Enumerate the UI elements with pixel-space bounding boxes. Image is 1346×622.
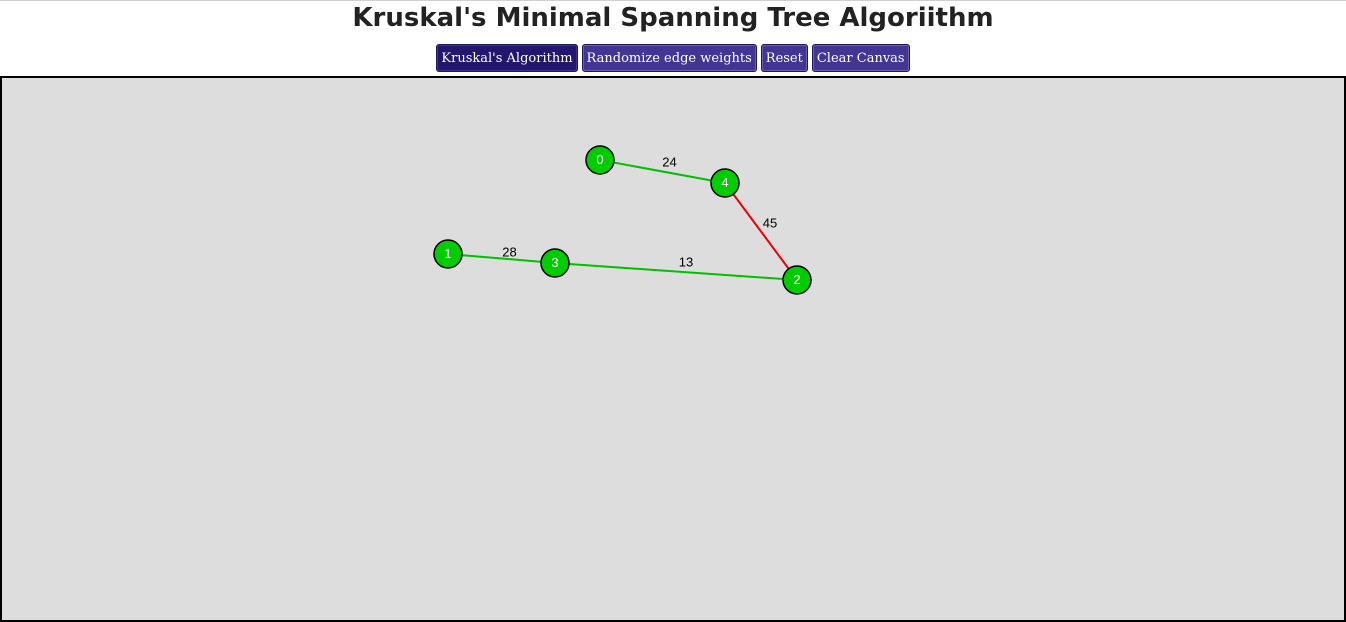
node-4[interactable]: 4 [710, 168, 740, 198]
node-circle[interactable] [585, 145, 615, 175]
top-border [0, 0, 1346, 1]
node-3[interactable]: 3 [540, 248, 570, 278]
node-circle[interactable] [540, 248, 570, 278]
edge-weight-label: 45 [763, 216, 777, 231]
node-2[interactable]: 2 [782, 265, 812, 295]
node-circle[interactable] [710, 168, 740, 198]
node-circle[interactable] [782, 265, 812, 295]
node-circle[interactable] [433, 239, 463, 269]
edge-weight-label: 28 [502, 245, 516, 260]
edge-weight-label: 13 [679, 255, 693, 270]
edge-0-4[interactable] [599, 159, 726, 184]
node-label: 3 [551, 255, 558, 270]
node-label: 0 [596, 152, 603, 167]
kruskal-algorithm-button[interactable]: Kruskal's Algorithm [436, 44, 578, 72]
edge-3-2[interactable] [554, 262, 798, 281]
edge-weight-label: 24 [662, 155, 676, 170]
node-label: 2 [793, 272, 800, 287]
node-0[interactable]: 0 [585, 145, 615, 175]
edge-4-2[interactable] [724, 182, 798, 281]
edge-1-3[interactable] [447, 253, 556, 264]
page-title: Kruskal's Minimal Spanning Tree Algoriit… [352, 3, 994, 33]
clear-canvas-button[interactable]: Clear Canvas [811, 44, 910, 72]
toolbar: Kruskal's Algorithm Randomize edge weigh… [0, 44, 1346, 72]
randomize-edge-weights-button[interactable]: Randomize edge weights [581, 44, 757, 72]
node-label: 1 [444, 246, 451, 261]
graph-canvas[interactable]: 24 45 28 13 0 1 2 3 4 [0, 76, 1346, 622]
graph-svg[interactable]: 24 45 28 13 0 1 2 3 4 [0, 76, 1346, 622]
node-1[interactable]: 1 [433, 239, 463, 269]
node-label: 4 [721, 175, 728, 190]
reset-button[interactable]: Reset [760, 44, 808, 72]
